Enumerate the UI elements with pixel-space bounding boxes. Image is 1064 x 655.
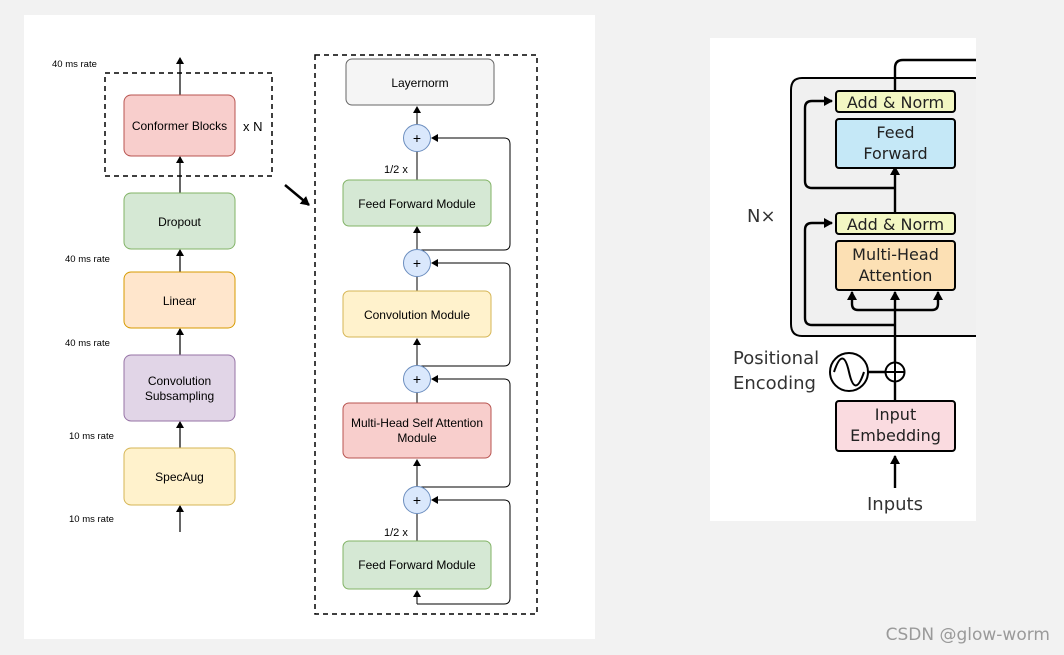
nx-layer-frame: [790, 77, 976, 337]
input-embedding-label-1: Input: [875, 405, 916, 424]
feed-forward-label-1: Feed: [876, 123, 914, 142]
block-connections: [413, 106, 511, 605]
half-scale-top-label: 1/2 x: [384, 164, 408, 176]
conformer-panel: [24, 15, 595, 639]
conv-subsampling-label-2: Subsampling: [145, 389, 214, 403]
positional-label-2: Encoding: [733, 373, 816, 394]
plus-icon: +: [413, 130, 421, 146]
conformer-blocks-box: Conformer Blocks: [123, 94, 236, 157]
mhsa-label-2: Module: [397, 431, 437, 445]
dropout-box: Dropout: [123, 192, 236, 250]
sine-wave-icon: [829, 352, 869, 392]
plus-icon: +: [413, 255, 421, 271]
add-norm-top-label: Add & Norm: [847, 93, 944, 112]
add-circle-3: +: [403, 249, 431, 277]
nx-label: N×: [747, 206, 776, 227]
ffn-bottom-box: Feed Forward Module: [342, 540, 492, 590]
feed-forward-label-2: Forward: [863, 144, 927, 163]
sum-circle-icon: [884, 361, 906, 383]
add-circle-4: +: [403, 124, 431, 152]
input-embedding-label-2: Embedding: [850, 426, 941, 445]
add-circle-2: +: [403, 365, 431, 393]
rate-label-bottom: 10 ms rate: [69, 514, 114, 525]
dropout-label: Dropout: [158, 215, 201, 229]
conformer-blocks-dashed-frame: [104, 72, 273, 177]
zoom-arrow: [284, 184, 310, 206]
conv-subsampling-box: Convolution Subsampling: [123, 354, 236, 422]
conformer-block-dashed-frame: [314, 54, 538, 615]
mhsa-module-box: Multi-Head Self Attention Module: [342, 402, 492, 459]
layernorm-box: Layernorm: [345, 58, 495, 106]
add-norm-top-box: Add & Norm: [835, 90, 956, 113]
plus-icon: +: [413, 371, 421, 387]
convolution-module-label: Convolution Module: [364, 308, 470, 322]
add-norm-bottom-box: Add & Norm: [835, 212, 956, 235]
inputs-label: Inputs: [867, 494, 923, 515]
convolution-module-box: Convolution Module: [342, 290, 492, 338]
multi-head-attention-box: Multi-Head Attention: [835, 240, 956, 291]
ffn-top-label: Feed Forward Module: [358, 197, 476, 211]
mha-label-1: Multi-Head: [852, 245, 939, 264]
half-scale-bottom-label: 1/2 x: [384, 527, 408, 539]
stack-multiplier-label: x N: [243, 119, 263, 134]
linear-label: Linear: [163, 294, 196, 308]
specaug-box: SpecAug: [123, 447, 236, 506]
positional-label-1: Positional: [733, 348, 819, 369]
mhsa-label-1: Multi-Head Self Attention: [351, 416, 483, 430]
add-circle-1: +: [403, 486, 431, 514]
conv-subsampling-label-1: Convolution: [148, 374, 211, 388]
transformer-arrows: [803, 58, 976, 488]
specaug-label: SpecAug: [155, 470, 204, 484]
mha-label-2: Attention: [859, 266, 933, 285]
ffn-top-box: Feed Forward Module: [342, 179, 492, 227]
conformer-blocks-label: Conformer Blocks: [132, 119, 227, 133]
residual-add-circles: + + + +: [403, 124, 431, 514]
ffn-bottom-label: Feed Forward Module: [358, 558, 476, 572]
watermark: CSDN @glow-worm: [885, 625, 1050, 645]
rate-label-dropout-linear: 40 ms rate: [65, 254, 110, 265]
rate-label-top: 40 ms rate: [52, 59, 97, 70]
linear-box: Linear: [123, 271, 236, 329]
rate-label-linear-conv: 40 ms rate: [65, 338, 110, 349]
layernorm-label: Layernorm: [391, 76, 448, 90]
add-norm-bottom-label: Add & Norm: [847, 215, 944, 234]
rate-label-conv-specaug: 10 ms rate: [69, 431, 114, 442]
feed-forward-box: Feed Forward: [835, 118, 956, 169]
plus-icon: +: [413, 492, 421, 508]
input-embedding-box: Input Embedding: [835, 400, 956, 452]
